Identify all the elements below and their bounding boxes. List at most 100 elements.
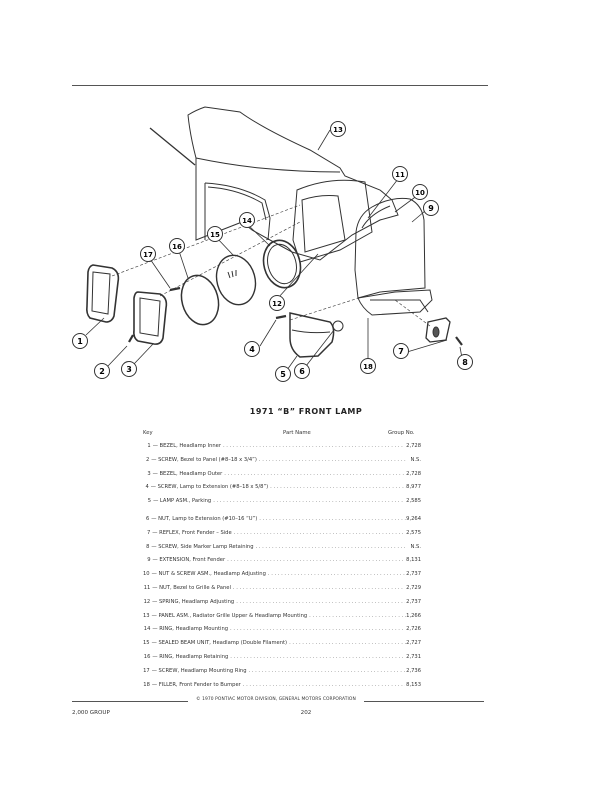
leader-dots bbox=[211, 498, 402, 504]
group-number: 2,585 bbox=[406, 498, 421, 505]
group-number: 2,727 bbox=[406, 640, 421, 647]
group-number: 8,153 bbox=[406, 681, 421, 688]
callout-3: 3 bbox=[121, 361, 137, 377]
leader-dots bbox=[241, 682, 405, 688]
callout-1: 1 bbox=[72, 333, 88, 349]
leader-dots bbox=[307, 613, 406, 619]
leader-dots bbox=[246, 668, 405, 674]
parts-row: 15— SEALED BEAM UNIT, Headlamp (Double F… bbox=[143, 640, 421, 654]
parts-row: 16— RING, Headlamp Retaining2,731 bbox=[143, 654, 421, 668]
svg-text:2: 2 bbox=[99, 367, 105, 376]
callout-9: 9 bbox=[423, 200, 439, 216]
leader-dots bbox=[234, 599, 404, 605]
parts-row: 13— PANEL ASM., Radiator Grille Upper & … bbox=[143, 613, 421, 627]
group-number: N.S. bbox=[410, 543, 421, 550]
filler bbox=[357, 289, 433, 316]
part-name: — SCREW, Headlamp Mounting Ring bbox=[151, 667, 247, 674]
group-number: 2,736 bbox=[406, 667, 421, 674]
part-key: 11 bbox=[143, 584, 151, 591]
svg-text:5: 5 bbox=[280, 370, 286, 379]
part-name: — REFLEX, Front Fender – Side bbox=[152, 529, 232, 536]
parts-row: 6— NUT, Lamp to Extension (#10–16 “U”)9,… bbox=[143, 516, 421, 530]
part-name: — BEZEL, Headlamp Inner bbox=[152, 443, 221, 449]
parts-row: 12— SPRING, Headlamp Adjusting2,737 bbox=[143, 599, 421, 613]
group-number: 2,737 bbox=[406, 571, 421, 578]
part-name: — NUT & SCREW ASM., Headlamp Adjusting bbox=[151, 571, 266, 578]
leader-dots bbox=[257, 457, 407, 463]
svg-text:3: 3 bbox=[126, 365, 132, 374]
part-key: 4 bbox=[145, 484, 149, 491]
svg-text:7: 7 bbox=[398, 347, 404, 356]
screw-17 bbox=[169, 286, 181, 292]
part-name: — LAMP ASM., Parking bbox=[153, 498, 212, 505]
parts-row: 8— SCREW, Side Marker Lamp Retaining N.S. bbox=[143, 544, 421, 558]
footer-rule-left bbox=[72, 701, 188, 702]
screw-2 bbox=[128, 334, 134, 343]
part-name: — SCREW, Lamp to Extension (#8–18 x 5/8”… bbox=[150, 484, 269, 491]
page-title: 1971 “B” FRONT LAMP bbox=[249, 407, 363, 416]
fender-extension bbox=[354, 197, 426, 299]
callout-18: 18 bbox=[360, 358, 376, 374]
column-header-key: Key bbox=[143, 430, 153, 436]
callout-5: 5 bbox=[275, 366, 291, 382]
leader-dots bbox=[257, 516, 406, 522]
exploded-diagram: 1 2 3 4 5 6 7 8 9 10 11 12 13 14 15 16 1… bbox=[72, 106, 473, 382]
grille-panel-outline bbox=[187, 106, 399, 261]
part-key: 6 bbox=[145, 515, 150, 522]
parts-row: 3— BEZEL, Headlamp Outer2,728 bbox=[143, 471, 421, 485]
part-name: — SEALED BEAM UNIT, Headlamp (Double Fil… bbox=[151, 640, 288, 647]
antenna-line bbox=[149, 127, 196, 166]
group-number: 2,737 bbox=[406, 598, 421, 605]
part-name: — RING, Headlamp Mounting bbox=[152, 626, 229, 633]
leader-dots bbox=[268, 484, 406, 490]
group-number: 2,729 bbox=[406, 584, 421, 591]
callout-12: 12 bbox=[269, 295, 285, 311]
leader-dots bbox=[225, 557, 404, 563]
retaining-ring bbox=[180, 274, 220, 326]
group-number: N.S. bbox=[410, 456, 421, 463]
part-name: — EXTENSION, Front Fender bbox=[152, 557, 226, 564]
part-name: — PANEL ASM., Radiator Grille Upper & He… bbox=[151, 612, 308, 619]
part-name: — SCREW, Side Marker Lamp Retaining bbox=[151, 543, 254, 550]
part-key: 9 bbox=[147, 557, 151, 564]
part-key: 8 bbox=[146, 543, 150, 550]
svg-text:10: 10 bbox=[415, 189, 425, 197]
svg-text:9: 9 bbox=[428, 204, 434, 213]
parts-row: 10— NUT & SCREW ASM., Headlamp Adjusting… bbox=[143, 571, 421, 585]
leader-dots bbox=[221, 443, 403, 449]
part-key: 13 bbox=[143, 612, 150, 619]
svg-text:6: 6 bbox=[299, 367, 305, 376]
part-key: 10 bbox=[143, 571, 150, 578]
group-number: 2,575 bbox=[406, 529, 421, 536]
part-key: 17 bbox=[143, 667, 150, 674]
parts-row: 14— RING, Headlamp Mounting2,726 bbox=[143, 626, 421, 640]
leader-dots bbox=[232, 530, 405, 536]
svg-text:11: 11 bbox=[395, 171, 405, 179]
callout-16: 16 bbox=[169, 238, 185, 254]
footer-rule-right bbox=[364, 701, 484, 702]
part-key: 1 bbox=[147, 443, 151, 449]
svg-text:18: 18 bbox=[363, 363, 373, 371]
group-number: 8,131 bbox=[406, 557, 421, 564]
callout-13: 13 bbox=[330, 121, 346, 137]
callout-14: 14 bbox=[239, 212, 255, 228]
part-name: — RING, Headlamp Retaining bbox=[152, 653, 229, 660]
header-rule bbox=[72, 85, 488, 86]
part-key: 18 bbox=[143, 681, 150, 688]
group-label: 2,000 GROUP bbox=[72, 710, 110, 716]
bezel-inner bbox=[86, 264, 120, 323]
callout-2: 2 bbox=[94, 363, 110, 379]
parts-row: 1— BEZEL, Headlamp Inner 2,728 bbox=[143, 443, 421, 457]
lamp-nut bbox=[332, 320, 344, 332]
group-number: 2,726 bbox=[406, 626, 421, 633]
part-key: 5 bbox=[147, 498, 152, 505]
parts-row: 18— FILLER, Front Fender to Bumper8,153 bbox=[143, 682, 421, 696]
bezel-outer bbox=[133, 291, 168, 345]
leader-dots bbox=[231, 585, 404, 591]
svg-text:15: 15 bbox=[210, 231, 220, 239]
part-key: 15 bbox=[143, 640, 150, 647]
part-key: 16 bbox=[143, 653, 151, 660]
group-number: 9,264 bbox=[406, 515, 421, 522]
group-number: 2,728 bbox=[406, 443, 421, 449]
part-key: 3 bbox=[147, 470, 151, 477]
